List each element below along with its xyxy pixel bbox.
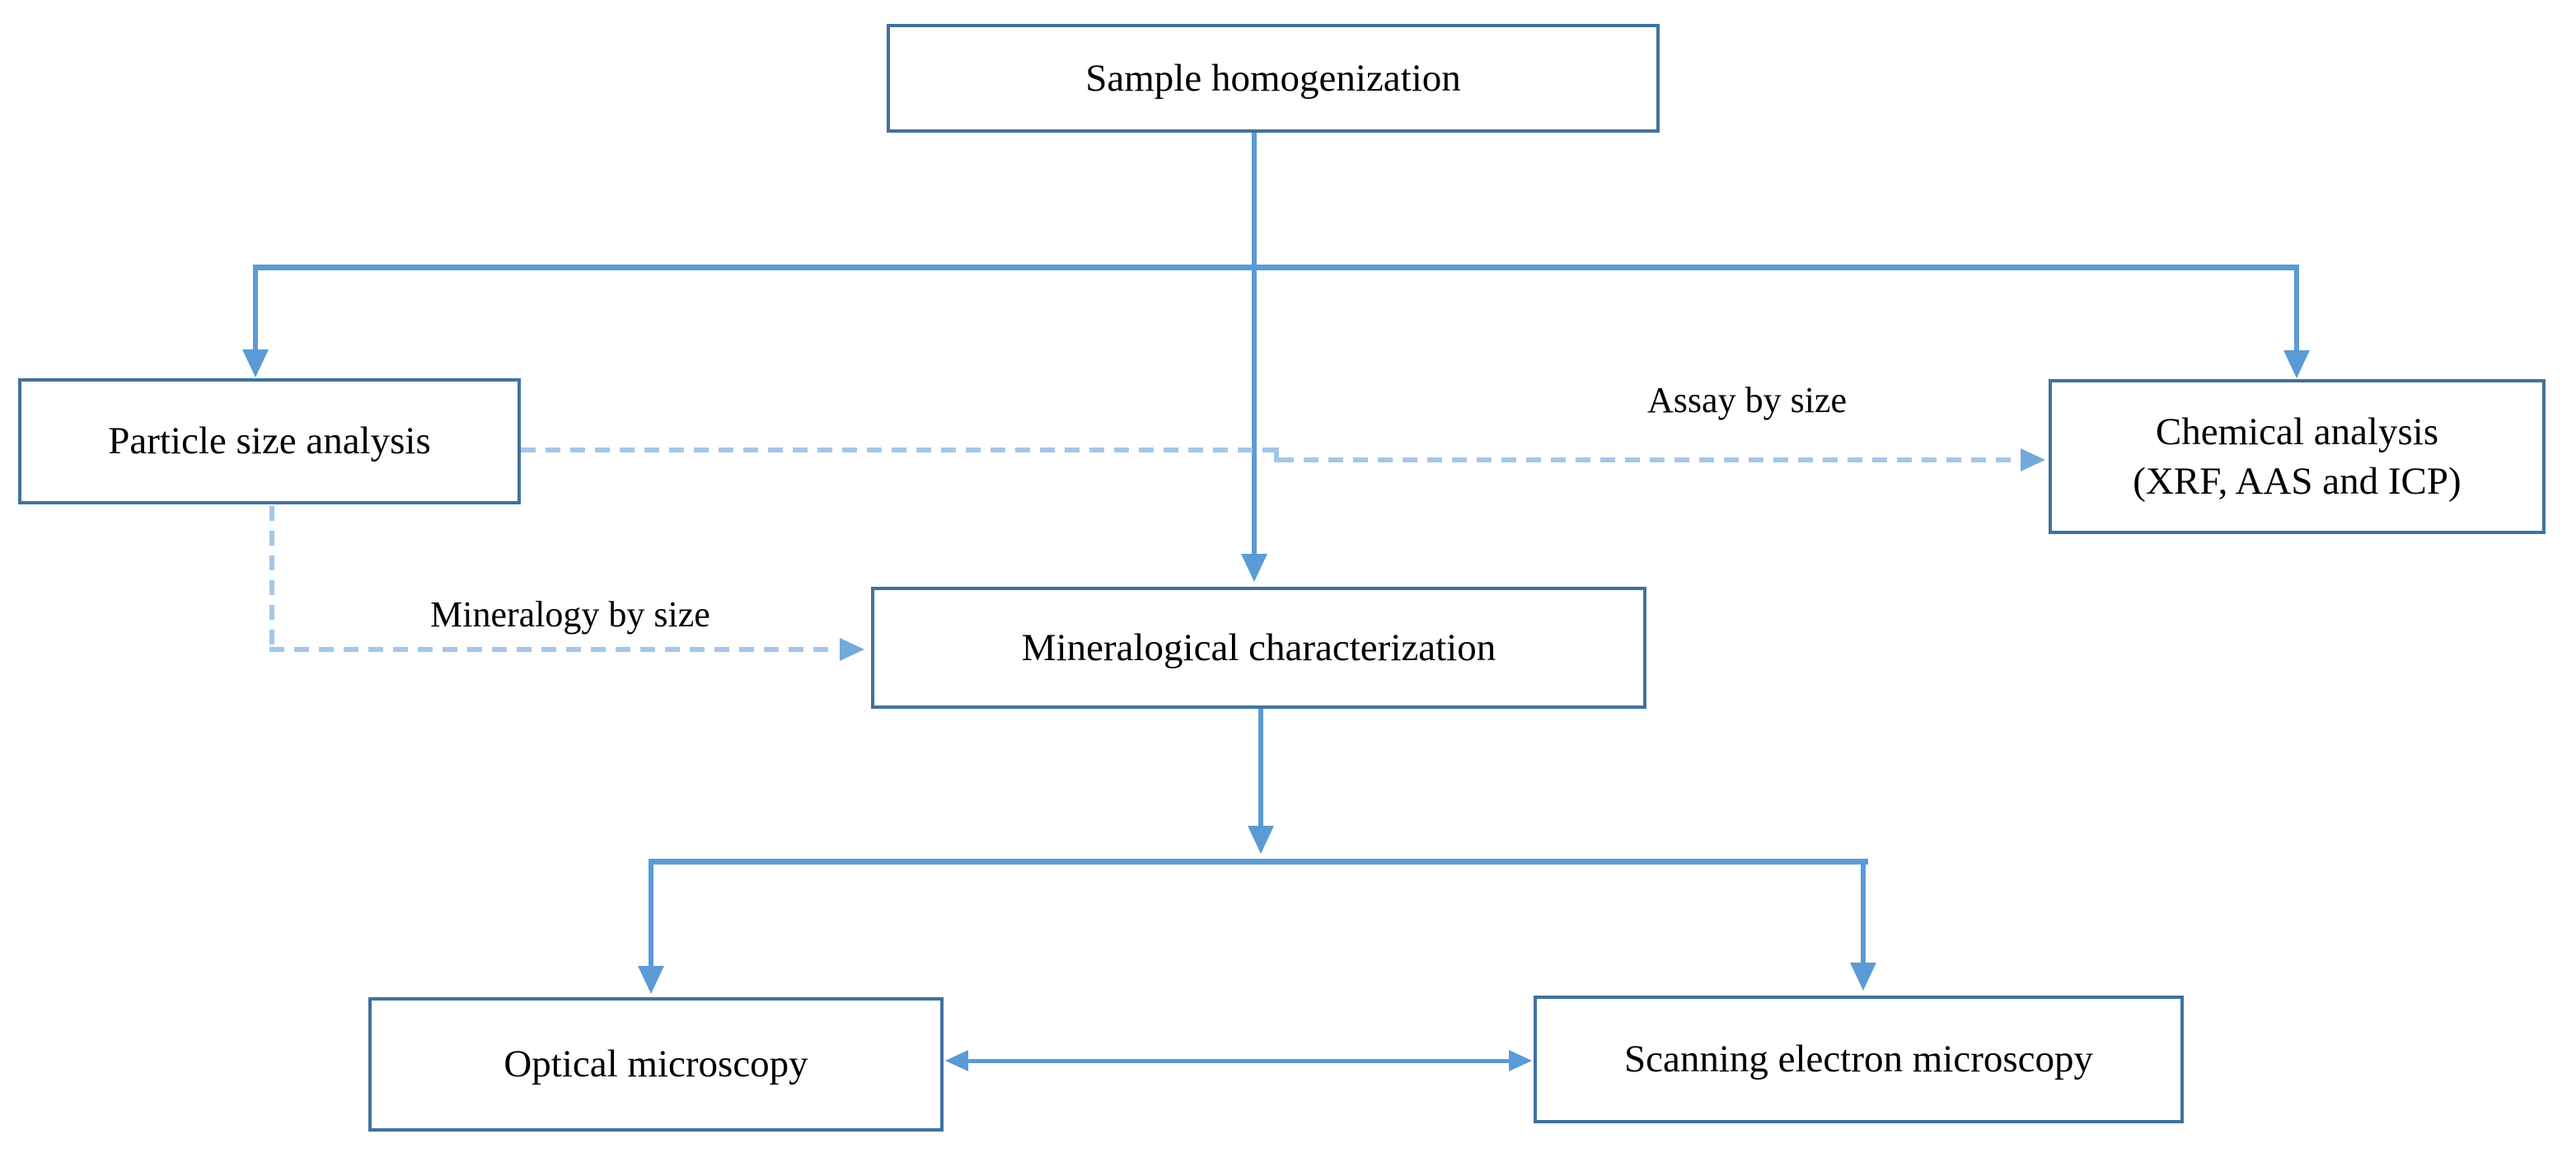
node-sample-homogenization-label: Sample homogenization	[1085, 56, 1461, 100]
arrowhead-into-chemical	[2283, 350, 2310, 378]
node-chemical-analysis: Chemical analysis (XRF, AAS and ICP)	[2049, 379, 2546, 534]
arrowhead-into-bottom-branch	[1248, 826, 1274, 854]
connector-branch-to-particle	[253, 270, 258, 349]
connector-mineralogical-to-branch	[1258, 709, 1263, 826]
node-sample-homogenization: Sample homogenization	[887, 24, 1660, 133]
connector-sample-to-mineralogical	[1252, 132, 1257, 555]
connector-branch-to-optical	[649, 865, 653, 966]
connector-top-branch	[253, 265, 2299, 270]
node-optical-microscopy: Optical microscopy	[368, 997, 944, 1132]
connector-optical-sem	[958, 1059, 1515, 1063]
dashed-assay-jog	[1274, 448, 1279, 462]
connector-bottom-branch	[649, 859, 1868, 865]
node-mineralogical-characterization-label: Mineralogical characterization	[1021, 626, 1496, 669]
node-particle-size-analysis: Particle size analysis	[18, 378, 521, 504]
node-particle-size-analysis-label: Particle size analysis	[108, 419, 431, 463]
dashed-mineralogy-vertical	[269, 506, 274, 649]
dashed-assay-segment-1	[521, 448, 1279, 452]
arrowhead-into-sem	[1850, 963, 1876, 991]
dashed-arrowhead-into-chemical	[2021, 448, 2045, 471]
connector-branch-to-chemical	[2294, 270, 2299, 350]
node-chemical-analysis-label-line2: (XRF, AAS and ICP)	[2133, 460, 2461, 503]
node-scanning-electron-microscopy: Scanning electron microscopy	[1534, 996, 2184, 1123]
dashed-assay-segment-2	[1279, 457, 2021, 462]
connector-branch-to-sem	[1861, 865, 1866, 963]
arrowhead-into-particle	[242, 349, 269, 377]
edge-label-mineralogy-by-size: Mineralogy by size	[430, 594, 710, 635]
node-scanning-electron-microscopy-label: Scanning electron microscopy	[1623, 1038, 2094, 1081]
node-optical-microscopy-label: Optical microscopy	[503, 1043, 808, 1086]
node-chemical-analysis-label-line1: Chemical analysis	[2155, 410, 2439, 453]
arrowhead-into-optical	[638, 966, 664, 994]
dashed-arrowhead-into-mineralogical	[840, 638, 864, 661]
arrowhead-into-sem-left	[1509, 1050, 1532, 1071]
arrowhead-into-optical-right	[945, 1050, 968, 1071]
arrowhead-into-mineralogical	[1241, 554, 1267, 582]
edge-label-assay-by-size: Assay by size	[1647, 380, 1847, 420]
node-mineralogical-characterization: Mineralogical characterization	[871, 587, 1646, 709]
dashed-mineralogy-horizontal	[269, 647, 838, 652]
